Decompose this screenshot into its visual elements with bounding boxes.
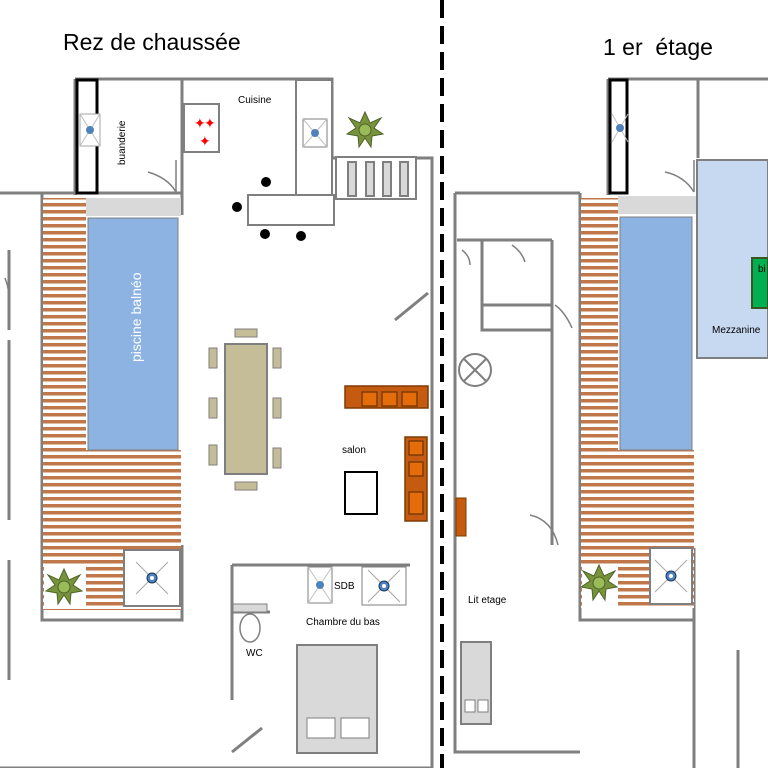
sink-icon bbox=[302, 118, 328, 148]
mezzanine-label: Mezzanine bbox=[712, 325, 761, 336]
stove bbox=[183, 103, 220, 153]
double-bed bbox=[296, 644, 378, 754]
pool-label: piscine balnéo bbox=[128, 272, 144, 362]
bunk-bed bbox=[460, 641, 492, 725]
kitchen-island bbox=[247, 194, 335, 226]
bar-stool bbox=[261, 177, 271, 187]
burner-icon: ✦ bbox=[199, 133, 211, 149]
billiard-table bbox=[751, 257, 768, 309]
ground-floor-title: Rez de chaussée bbox=[63, 29, 241, 55]
bathroom-label: SDB bbox=[334, 581, 355, 592]
bar-stool bbox=[232, 202, 242, 212]
bunk-label: Lit etage bbox=[468, 595, 507, 606]
bar-stool bbox=[296, 231, 306, 241]
toilet-label: WC bbox=[246, 648, 263, 659]
coffee-table bbox=[344, 471, 378, 515]
living-label: salon bbox=[342, 445, 366, 456]
toilet-icon bbox=[232, 603, 268, 643]
ground-floor: buanderie ✦ ✦ ✦ Cuisine bbox=[0, 29, 434, 768]
burner-icon: ✦ bbox=[194, 115, 206, 131]
sofa bbox=[344, 385, 429, 522]
sdb-sink bbox=[307, 566, 333, 604]
bedroom-label: Chambre du bas bbox=[306, 617, 380, 628]
upper-floor: bi Mezzanine Lit etage 1 er étage bbox=[453, 34, 768, 768]
billiard-label: bi bbox=[758, 264, 766, 275]
pool-water bbox=[87, 217, 179, 451]
bar-stool bbox=[260, 229, 270, 239]
staircase bbox=[335, 156, 417, 200]
ceiling-light-icon bbox=[458, 353, 492, 387]
upper-washer bbox=[611, 113, 629, 143]
dining-chairs bbox=[208, 328, 282, 491]
ground-doors bbox=[4, 160, 177, 306]
laundry-label: buanderie bbox=[117, 120, 128, 165]
upper-doors bbox=[461, 160, 695, 546]
kitchen-label: Cuisine bbox=[238, 95, 272, 106]
upper-bench bbox=[455, 497, 467, 537]
upper-storage-cabinet bbox=[608, 78, 629, 195]
burner-icon: ✦ bbox=[204, 115, 216, 131]
plant-icon bbox=[346, 111, 384, 148]
upper-pool-void bbox=[619, 216, 693, 451]
laundry-washer bbox=[79, 113, 101, 147]
upper-pool-coping bbox=[618, 196, 696, 214]
dining-table bbox=[224, 343, 268, 475]
pool-coping bbox=[86, 198, 181, 216]
upper-floor-title: 1 er étage bbox=[603, 34, 713, 60]
